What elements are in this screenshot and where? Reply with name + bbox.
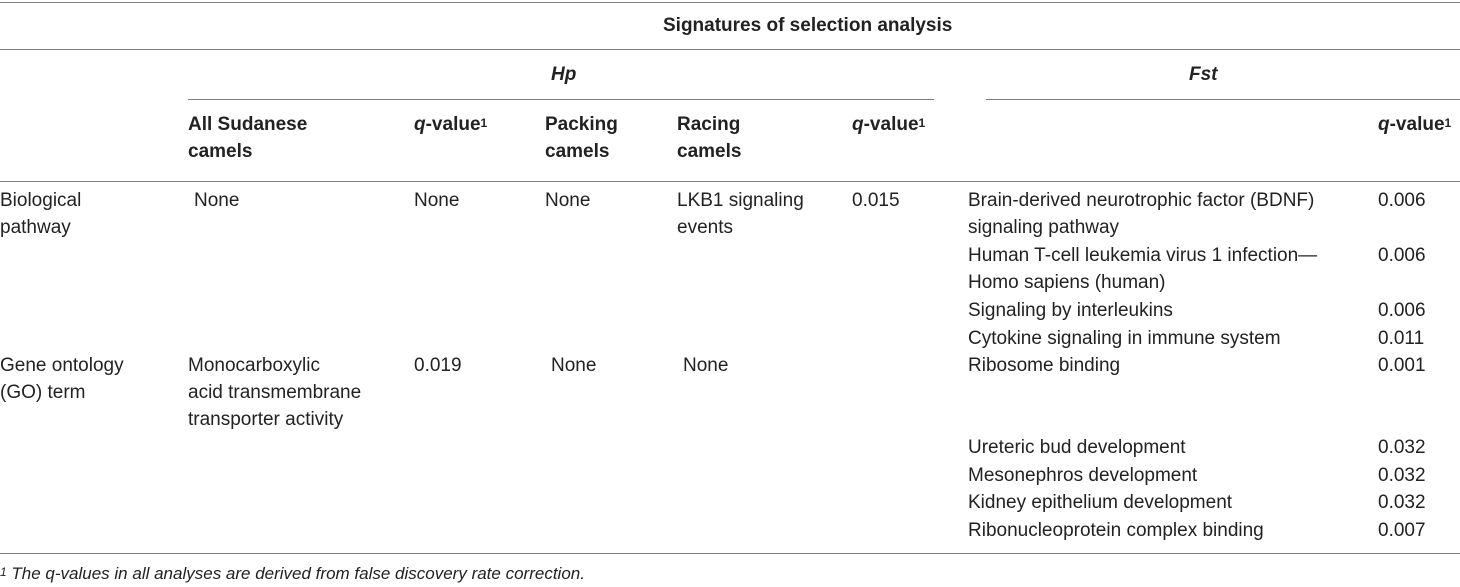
header-rule (0, 49, 1460, 50)
fst-q-htlv1: 0.006 (1378, 245, 1426, 266)
fst-term-ribosome-binding: Ribosome binding (968, 355, 1121, 376)
fst-q-interleukins: 0.006 (1378, 300, 1426, 321)
col-q-value-2: q-value1 (852, 114, 926, 135)
fst-q-ribonucleoprotein: 0.007 (1378, 520, 1426, 541)
footnote: 1 The q-values in all analyses are deriv… (0, 564, 585, 583)
go-packing: None (551, 355, 597, 376)
fst-q-ribosome-binding: 0.001 (1378, 355, 1426, 376)
bio-q-value-2: 0.015 (852, 190, 900, 211)
bio-packing: None (545, 190, 591, 211)
fst-term-ureteric-bud: Ureteric bud development (968, 437, 1186, 458)
column-header-rule (0, 181, 1460, 182)
go-q-value-1: 0.019 (414, 355, 462, 376)
fst-q-bdnf: 0.006 (1378, 190, 1426, 211)
fst-q-ureteric-bud: 0.032 (1378, 437, 1426, 458)
hp-group-header: Hp (551, 64, 577, 85)
fst-group-header: Fst (1189, 64, 1218, 85)
col-q-value-fst: q-value1 (1378, 114, 1452, 135)
fst-term-htlv1: Human T-cell leukemia virus 1 infection—… (968, 245, 1318, 293)
fst-term-interleukins: Signaling by interleukins (968, 300, 1173, 321)
fst-q-kidney-epithelium: 0.032 (1378, 492, 1426, 513)
fst-term-mesonephros: Mesonephros development (968, 465, 1198, 486)
fst-q-cytokine: 0.011 (1378, 328, 1425, 349)
fst-term-ribonucleoprotein: Ribonucleoprotein complex binding (968, 520, 1264, 541)
fst-term-bdnf: Brain-derived neurotrophic factor (BDNF)… (968, 190, 1315, 238)
bottom-rule (0, 553, 1460, 554)
row-label-gene-ontology: Gene ontology(GO) term (0, 355, 124, 403)
fst-q-mesonephros: 0.032 (1378, 465, 1426, 486)
bio-q-value-1: None (414, 190, 460, 211)
hp-underline (188, 99, 934, 100)
top-rule (0, 2, 1460, 3)
bio-all-sudanese: None (194, 190, 240, 211)
fst-underline (986, 99, 1460, 100)
go-racing: None (683, 355, 729, 376)
table-title: Signatures of selection analysis (663, 15, 953, 36)
fst-term-cytokine: Cytokine signaling in immune system (968, 328, 1281, 349)
col-q-value-1: q-value1 (414, 114, 488, 135)
fst-term-kidney-epithelium: Kidney epithelium development (968, 492, 1233, 513)
